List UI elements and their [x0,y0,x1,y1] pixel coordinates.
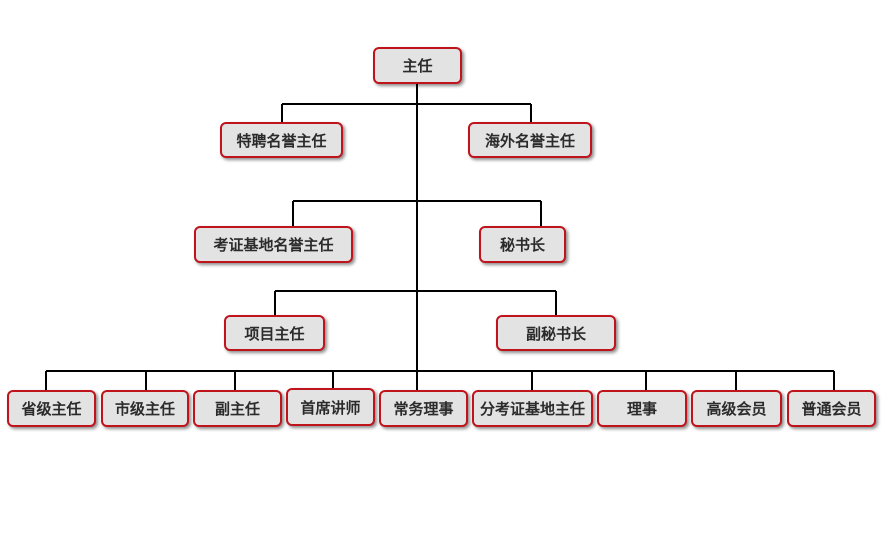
node-honorary-director: 特聘名誉主任 [220,122,343,158]
node-overseas-honorary-director: 海外名誉主任 [468,122,592,158]
node-project-director: 项目主任 [224,315,325,351]
node-chief-lecturer: 首席讲师 [286,388,375,426]
node-executive-director: 常务理事 [379,390,468,427]
node-municipal-director: 市级主任 [101,390,189,427]
node-branch-exam-base-director: 分考证基地主任 [472,390,593,427]
node-provincial-director: 省级主任 [7,390,96,427]
node-regular-member: 普通会员 [787,390,876,427]
node-deputy-secretary-general: 副秘书长 [496,315,616,351]
node-exam-base-honorary-director: 考证基地名誉主任 [194,226,353,263]
node-senior-member: 高级会员 [691,390,782,427]
node-director: 主任 [373,47,462,84]
node-secretary-general: 秘书长 [479,226,566,263]
node-council-member: 理事 [597,390,687,427]
node-deputy-director: 副主任 [193,390,282,427]
